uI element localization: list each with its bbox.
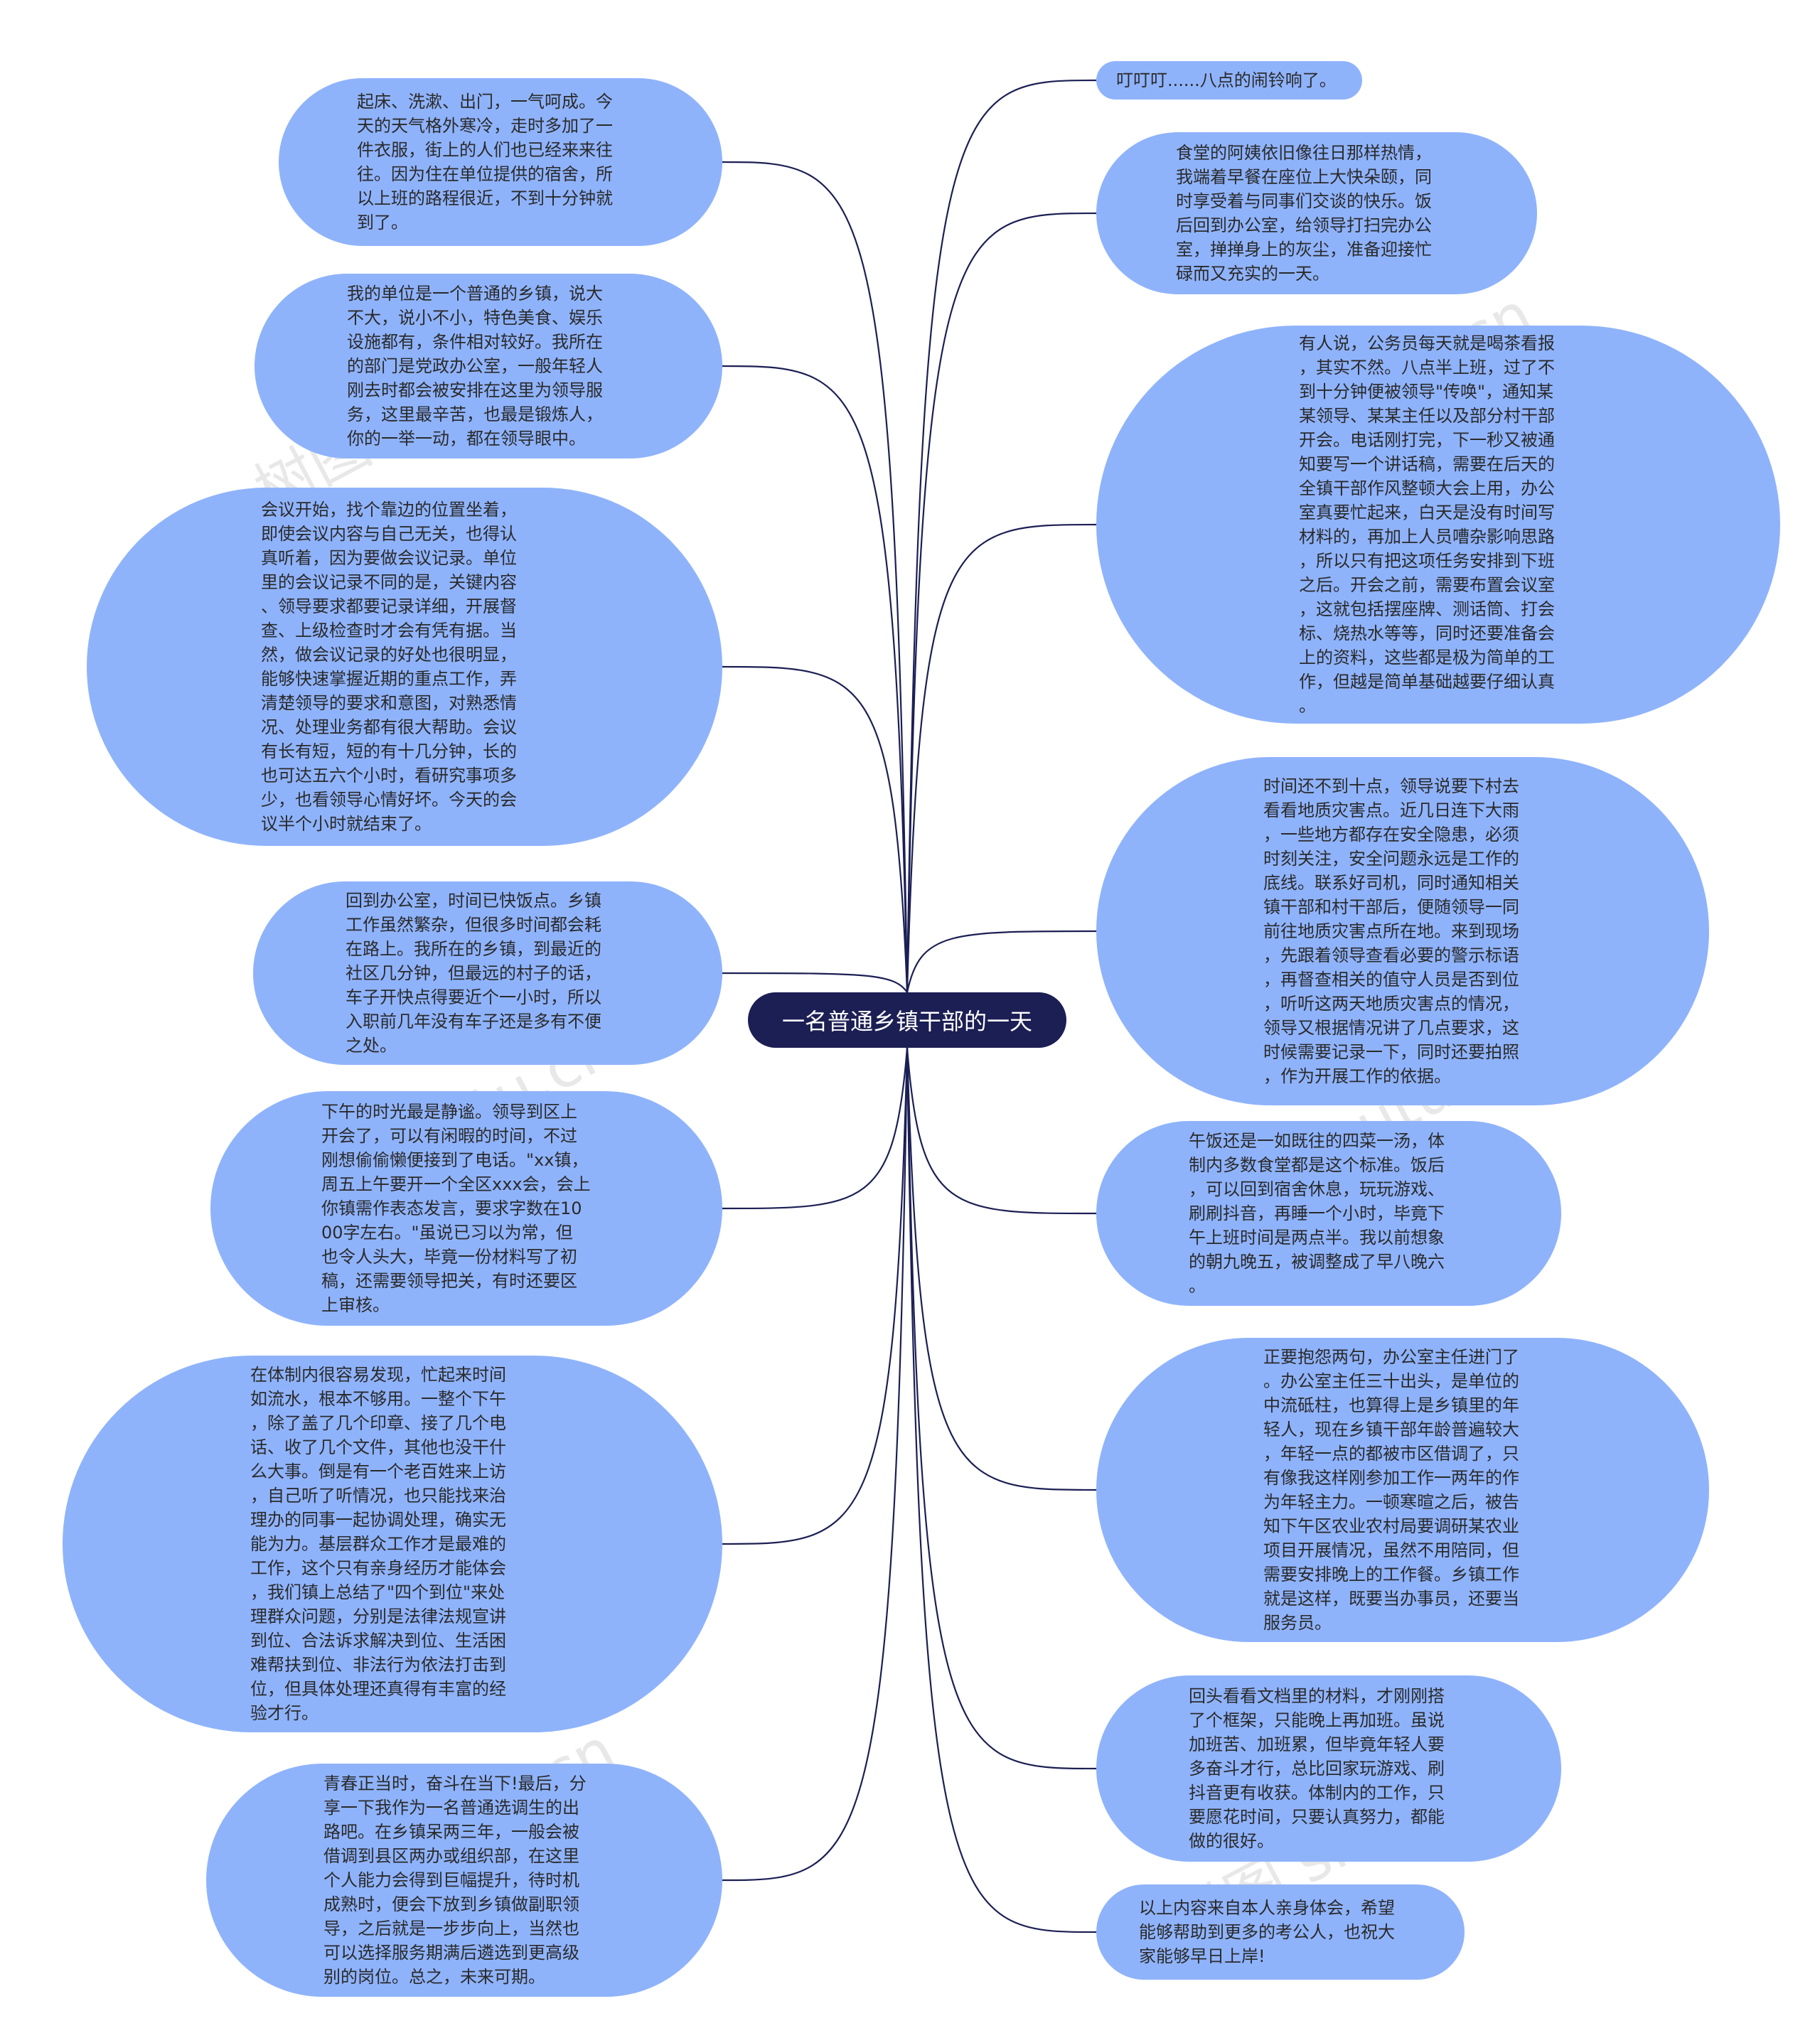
topic-node[interactable]: 起床、洗漱、出门，一气呵成。今 天的天气格外寒冷，走时多加了一 件衣服，街上的人… [279, 78, 722, 246]
topic-node[interactable]: 叮叮叮......八点的闹铃响了。 [1096, 61, 1362, 100]
topic-node[interactable]: 食堂的阿姨依旧像往日那样热情， 我端着早餐在座位上大快朵颐，同 时享受着与同事们… [1096, 132, 1537, 294]
connector-line [906, 1047, 1097, 1934]
connector-line [722, 1047, 909, 1882]
central-topic-label: 一名普通乡镇干部的一天 [781, 1008, 1032, 1035]
topic-node-text: 以上内容来自本人亲身体会，希望 能够帮助到更多的考公人，也祝大 家能够早日上岸! [1139, 1898, 1395, 1966]
topic-node-text: 叮叮叮......八点的闹铃响了。 [1116, 70, 1337, 90]
connector-line [722, 665, 909, 993]
connector-line [722, 1047, 909, 1210]
topic-node[interactable]: 下午的时光最是静谧。领导到区上 开会了，可以有闲暇的时间，不过 刚想偷偷懒便接到… [210, 1091, 722, 1326]
topic-node-text: 有人说，公务员每天就是喝茶看报 ，其实不然。八点半上班，过了不 到十分钟便被领导… [1299, 333, 1555, 716]
topic-node[interactable]: 时间还不到十点，领导说要下村去 看看地质灾害点。近几日连下大雨 ，一些地方都存在… [1096, 757, 1709, 1105]
connector-line [722, 161, 909, 993]
topic-node-text: 起床、洗漱、出门，一气呵成。今 天的天气格外寒冷，走时多加了一 件衣服，街上的人… [357, 92, 613, 232]
topic-node[interactable]: 青春正当时，奋斗在当下!最后，分 享一下我作为一名普通选调生的出 路吧。在乡镇呆… [206, 1764, 722, 1997]
connector-line [906, 79, 1097, 993]
connector-line [722, 1047, 909, 1545]
topic-node[interactable]: 会议开始，找个靠边的位置坐着， 即使会议内容与自己无关，也得认 真听着，因为要做… [87, 488, 722, 846]
topic-node[interactable]: 正要抱怨两句，办公室主任进门了 。办公室主任三十出头，是单位的 中流砥柱，也算得… [1096, 1338, 1709, 1642]
topic-node-text: 会议开始，找个靠边的位置坐着， 即使会议内容与自己无关，也得认 真听着，因为要做… [261, 500, 517, 834]
topic-node-text: 我的单位是一个普通的乡镇，说大 不大，说小不小，特色美食、娱乐 设施都有，条件相… [347, 284, 603, 449]
connector-line [906, 930, 1097, 993]
topic-node-text: 在体制内很容易发现，忙起来时间 如流水，根本不够用。一整个下午 ，除了盖了几个印… [250, 1365, 506, 1723]
connector-line [906, 1047, 1097, 1215]
connector-line [906, 1047, 1097, 1770]
topic-node-text: 时间还不到十点，领导说要下村去 看看地质灾害点。近几日连下大雨 ，一些地方都存在… [1263, 776, 1519, 1086]
topic-node-text: 正要抱怨两句，办公室主任进门了 。办公室主任三十出头，是单位的 中流砥柱，也算得… [1263, 1347, 1519, 1633]
topic-node-text: 回头看看文档里的材料，才刚刚搭 了个框架，只能晚上再加班。虽说 加班苦、加班累，… [1189, 1686, 1445, 1851]
topic-node[interactable]: 以上内容来自本人亲身体会，希望 能够帮助到更多的考公人，也祝大 家能够早日上岸! [1096, 1884, 1465, 1980]
connector-line [722, 972, 908, 993]
topic-node[interactable]: 在体制内很容易发现，忙起来时间 如流水，根本不够用。一整个下午 ，除了盖了几个印… [63, 1356, 722, 1732]
central-topic[interactable]: 一名普通乡镇干部的一天 [748, 992, 1066, 1048]
connector-line [906, 523, 1097, 993]
topic-node-text: 午饭还是一如既往的四菜一汤，体 制内多数食堂都是这个标准。饭后 ，可以回到宿舍休… [1189, 1131, 1445, 1296]
topic-node-text: 回到办公室，时间已快饭点。乡镇 工作虽然繁杂，但很多时间都会耗 在路上。我所在的… [346, 891, 601, 1056]
topic-node[interactable]: 回到办公室，时间已快饭点。乡镇 工作虽然繁杂，但很多时间都会耗 在路上。我所在的… [253, 881, 722, 1065]
topic-node-text: 下午的时光最是静谧。领导到区上 开会了，可以有闲暇的时间，不过 刚想偷偷懒便接到… [321, 1102, 591, 1315]
connector-line [722, 365, 909, 993]
connector-line [906, 212, 1097, 993]
topic-node[interactable]: 有人说，公务员每天就是喝茶看报 ，其实不然。八点半上班，过了不 到十分钟便被领导… [1096, 326, 1780, 724]
connector-line [906, 1047, 1097, 1491]
topic-node-text: 食堂的阿姨依旧像往日那样热情， 我端着早餐在座位上大快朵颐，同 时享受着与同事们… [1176, 143, 1432, 284]
topic-node[interactable]: 回头看看文档里的材料，才刚刚搭 了个框架，只能晚上再加班。虽说 加班苦、加班累，… [1096, 1675, 1561, 1862]
topic-node-text: 青春正当时，奋斗在当下!最后，分 享一下我作为一名普通选调生的出 路吧。在乡镇呆… [323, 1774, 587, 1987]
topic-node[interactable]: 我的单位是一个普通的乡镇，说大 不大，说小不小，特色美食、娱乐 设施都有，条件相… [255, 274, 722, 458]
topic-node[interactable]: 午饭还是一如既往的四菜一汤，体 制内多数食堂都是这个标准。饭后 ，可以回到宿舍休… [1096, 1121, 1561, 1306]
